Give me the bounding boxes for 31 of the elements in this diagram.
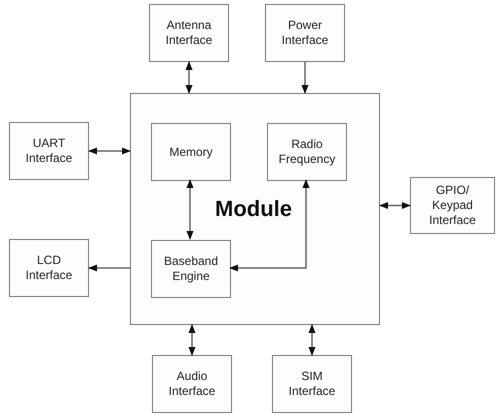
- block-label: Memory: [168, 144, 214, 160]
- block-label: Antenna Interface: [164, 18, 214, 48]
- connector-arrow: [88, 264, 130, 272]
- block-label: LCD Interface: [24, 253, 74, 283]
- block-label: UART Interface: [24, 136, 74, 166]
- block-box: [149, 4, 229, 62]
- connector-arrow: [186, 179, 194, 240]
- block-label: Baseband Engine: [162, 254, 220, 284]
- block-box: [267, 123, 347, 181]
- block-box: [151, 240, 231, 298]
- block-label: SIM Interface: [288, 369, 336, 399]
- block-label: GPIO/ Keypad Interface: [428, 183, 477, 228]
- block-box: [9, 239, 89, 297]
- block-box: [151, 123, 231, 181]
- block-label: Power Interface: [280, 18, 330, 48]
- block-box: [272, 355, 352, 413]
- connector-arrow: [229, 179, 310, 272]
- connector-arrow: [301, 62, 309, 94]
- block-box: [265, 4, 345, 62]
- connector-arrow: [185, 61, 193, 94]
- connector-arrow: [188, 324, 196, 356]
- connector-arrow: [379, 202, 411, 210]
- block-box: [9, 122, 89, 180]
- block-label: Audio Interface: [168, 369, 216, 399]
- block-box: [152, 355, 232, 413]
- connector-arrow: [308, 324, 316, 356]
- block-box: [410, 177, 495, 234]
- connector-arrow: [88, 147, 131, 155]
- block-label: Radio Frequency: [278, 137, 336, 167]
- module-title: Module: [215, 198, 292, 220]
- module-box: [130, 93, 380, 325]
